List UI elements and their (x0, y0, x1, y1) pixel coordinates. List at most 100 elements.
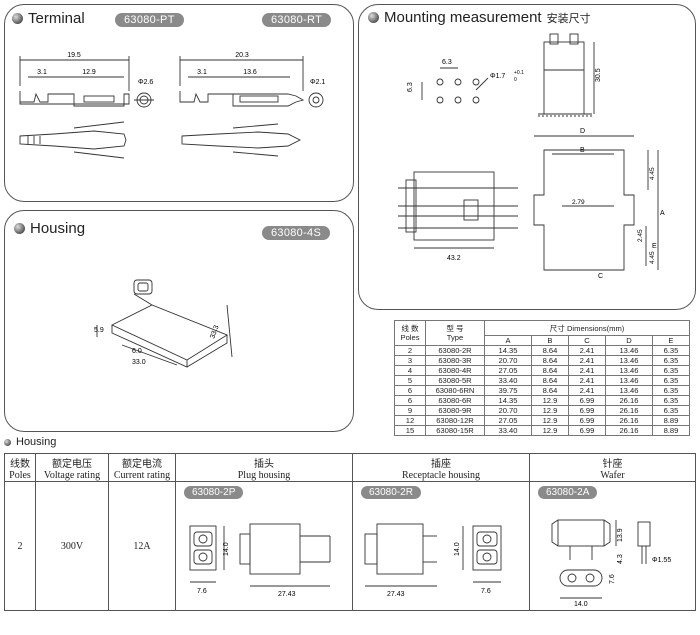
dim-col-header: B (530, 335, 569, 346)
dim-table-cell: 2.41 (567, 385, 606, 396)
h-plug-cell: 63080-2P 14.0 7.6 (175, 481, 353, 611)
h-poles-header: 线数 Poles (4, 453, 36, 482)
dim-table-cell: 6.35 (651, 405, 691, 416)
rec-l-dim: 27.43 (387, 591, 405, 598)
dim-table-cell: 6 (394, 385, 426, 396)
dim-col-header: D (604, 335, 653, 346)
dim-table-cell: 63080-6R (425, 395, 485, 406)
dimensions-table: 线 数 Poles 型 号 Type 尺寸 Dimensions(mm) A B… (394, 320, 691, 436)
housing-h-dim: 5.9 (94, 327, 104, 334)
dim-table-cell: 4 (394, 365, 426, 376)
dim-table-poles-header: 线 数 Poles (394, 320, 426, 346)
dim-table-cell: 13.46 (604, 355, 653, 366)
mount-D-dim: D (580, 128, 585, 135)
mount-E-dim: E (652, 243, 657, 250)
receptacle-drawing: 27.43 14.0 7.6 (364, 523, 502, 598)
dim-table-cell: 12.9 (530, 395, 569, 406)
bullet-icon (14, 223, 25, 234)
bullet-icon (4, 438, 11, 446)
terminal-pt-drawing: 19.5 3.1 12.9 Φ2.6 (19, 52, 154, 159)
dim-table-cell: 12.9 (530, 415, 569, 426)
terminal-pt-label: 63080-PT (115, 13, 184, 27)
rec-w-dim: 7.6 (481, 588, 491, 595)
dim-table-cell: 12.9 (530, 425, 569, 436)
housing-table: 线数 Poles 额定电压 Voltage rating 额定电流 Curren… (4, 453, 696, 611)
rec-h-dim: 14.0 (454, 542, 461, 556)
dim-table-cell: 27.05 (484, 415, 532, 426)
dim-table-cell: 6.99 (567, 425, 606, 436)
housing-w2-dim: 33.0 (132, 359, 146, 366)
terminal-rt-drawing: 20.3 3.1 13.6 Φ2.1 (179, 52, 325, 157)
housing-panel (4, 210, 354, 432)
h-wafer-cell: 63080-2A 13.9 4.3 Φ1.5 (529, 481, 696, 611)
dim-table-cell: 8.64 (530, 365, 569, 376)
dim-table-cell: 39.75 (484, 385, 532, 396)
dim-table-cell: 8.89 (651, 425, 691, 436)
mount-hole-dim: Φ1.7 (490, 73, 505, 80)
dim-table-cell: 8.64 (530, 385, 569, 396)
h-receptacle-cell: 63080-2R 27.43 14.0 7. (352, 481, 530, 611)
mount-length-dim: 43.2 (447, 255, 461, 262)
dim-table-cell: 26.16 (604, 405, 653, 416)
h-current-header: 额定电流 Current rating (108, 453, 176, 482)
dim-table-dims-header: 尺寸 Dimensions(mm) (484, 320, 690, 336)
dim-table-cell: 6.35 (651, 345, 691, 356)
dim-table-cell: 63080-3R (425, 355, 485, 366)
wafer-l-dim: 14.0 (574, 601, 588, 608)
dim-table-cell: 63080-9R (425, 405, 485, 416)
dim-table-cell: 13.46 (604, 345, 653, 356)
wafer-label: 63080-2A (538, 486, 598, 499)
h-voltage-header: 额定电压 Voltage rating (35, 453, 109, 482)
dim-table-cell: 6.99 (567, 405, 606, 416)
pt-dia-dim: Φ2.6 (138, 79, 153, 86)
bullet-icon (368, 12, 379, 23)
wafer-drawing: 13.9 4.3 Φ1.55 7.6 14.0 (551, 519, 671, 608)
mount-C-dim: C (598, 273, 603, 280)
dim-table-cell: 63080-15R (425, 425, 485, 436)
housing-section-title: Housing (4, 436, 56, 448)
rt-overall-dim: 20.3 (235, 52, 249, 59)
dim-table-cell: 2.41 (567, 355, 606, 366)
h-plug-header: 插头 Plug housing (175, 453, 353, 482)
dim-table-cell: 14.35 (484, 395, 532, 406)
dim-table-cell: 63080-5R (425, 375, 485, 386)
dim-table-cell: 8.64 (530, 375, 569, 386)
housing-w1-dim: 6.0 (132, 348, 142, 355)
h-wafer-header: 针座 Wafer (529, 453, 696, 482)
dim-table-cell: 2.41 (567, 365, 606, 376)
dim-col-header: A (484, 335, 532, 346)
dim-table-cell: 33.40 (484, 425, 532, 436)
dim-table-cell: 8.64 (530, 355, 569, 366)
h-voltage-value: 300V (35, 481, 109, 611)
dim-table-cell: 6.35 (651, 385, 691, 396)
plug-w-dim: 7.6 (197, 588, 207, 595)
dim-table-cell: 63080-6RN (425, 385, 485, 396)
h-current-value: 12A (108, 481, 176, 611)
dim-table-cell: 33.40 (484, 375, 532, 386)
dim-table-cell: 2.41 (567, 375, 606, 386)
plug-drawing: 14.0 7.6 27.43 (189, 523, 331, 598)
housing-panel-title: Housing (14, 220, 85, 237)
dim-table-cell: 27.05 (484, 365, 532, 376)
receptacle-label: 63080-2R (361, 486, 421, 499)
plug-l-dim: 27.43 (278, 591, 296, 598)
dim-table-cell: 6.35 (651, 365, 691, 376)
wafer-h1-dim: 13.9 (617, 528, 624, 542)
mount-tol-plus: +0.1 (514, 70, 524, 76)
dim-table-cell: 20.70 (484, 405, 532, 416)
terminal-rt-label: 63080-RT (262, 13, 332, 27)
mount-A-dim: A (660, 210, 665, 217)
dim-table-cell: 3 (394, 355, 426, 366)
dim-table-cell: 5 (394, 375, 426, 386)
wafer-w-dim: 7.6 (609, 574, 616, 584)
dim-table-cell: 2 (394, 345, 426, 356)
terminal-title: Terminal (12, 10, 85, 27)
